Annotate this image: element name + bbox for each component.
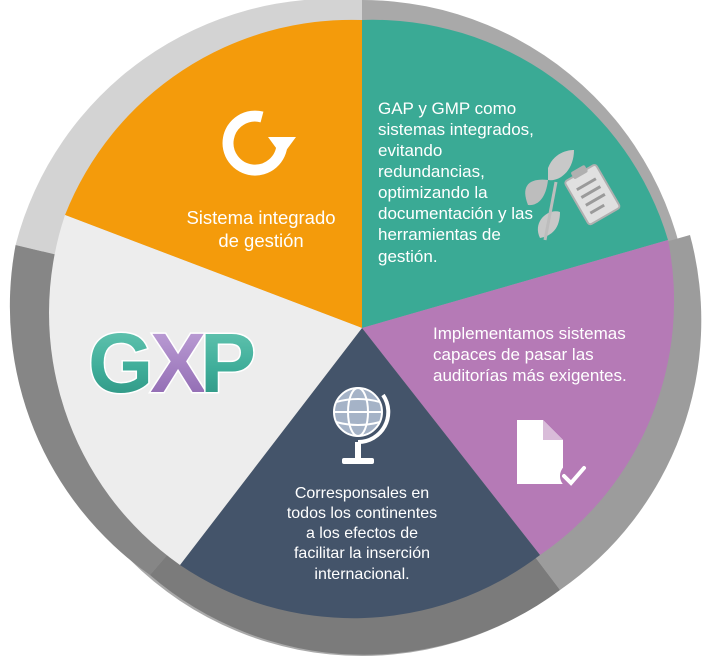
segment-orange xyxy=(65,19,362,328)
segment-navy xyxy=(180,328,540,619)
text-line: evitando xyxy=(378,141,443,161)
segment-text-gap: GAP y GMP como sistemas integrados, evit… xyxy=(378,98,578,267)
segment-teal xyxy=(362,19,668,329)
svg-text:X: X xyxy=(150,316,206,410)
text-line: auditorías más exigentes. xyxy=(433,366,627,386)
document-check-icon xyxy=(517,420,586,489)
svg-text:G: G xyxy=(88,316,153,410)
text-line: capaces de pasar las xyxy=(433,345,594,365)
text-line: todos los continentes xyxy=(286,505,438,523)
segment-text-auditorias: Implementamos sistemas capaces de pasar … xyxy=(433,323,663,386)
text-line: documentación y las xyxy=(378,204,533,224)
text-line: optimizando la xyxy=(378,183,488,203)
segment-text-sistema: Sistema integrado de gestión xyxy=(156,207,366,252)
text-line: de gestión xyxy=(218,229,304,251)
segment-purple xyxy=(362,240,675,555)
text-line: internacional. xyxy=(314,565,410,583)
text-line: facilitar la inserción xyxy=(293,545,431,563)
gxp-logo: G X P xyxy=(87,315,258,412)
svg-text:P: P xyxy=(200,316,256,410)
text-line: redundancias, xyxy=(378,162,485,182)
segment-text-corresponsales: Corresponsales en todos los continentes … xyxy=(262,484,462,585)
text-line: a los efectos de xyxy=(305,525,419,543)
text-line: Corresponsales en xyxy=(294,485,430,502)
segment-light-gray xyxy=(49,215,363,565)
text-line: sistemas integrados, xyxy=(378,120,534,140)
text-line: GAP y GMP como xyxy=(378,99,517,118)
leaf-document-icon xyxy=(525,150,621,241)
text-line: herramientas de xyxy=(378,225,501,245)
text-line: gestión. xyxy=(378,246,438,266)
text-line: Sistema integrado xyxy=(186,207,336,228)
text-line: Implementamos sistemas xyxy=(433,324,626,343)
globe-icon xyxy=(333,387,391,464)
refresh-icon xyxy=(222,110,296,176)
